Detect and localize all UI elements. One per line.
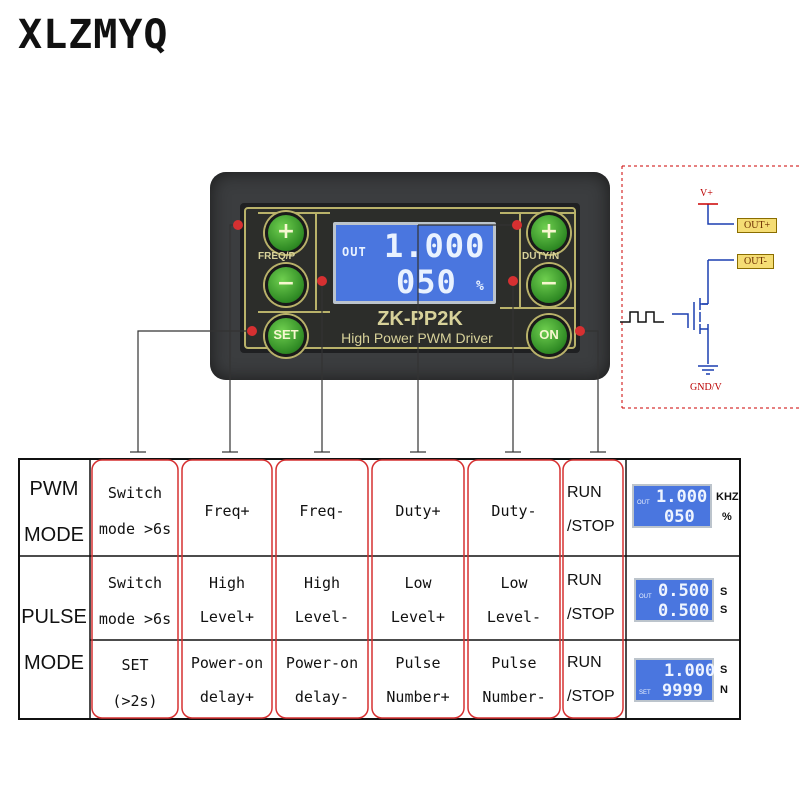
pwm-mini-display: OUT 1.000 050 — [632, 484, 712, 528]
lcd-frequency-value: 1.000 — [384, 227, 486, 265]
pulse2-c3-line1: Pulse — [395, 654, 441, 672]
pulse1-run-line1: RUN — [567, 572, 602, 589]
pulse1-set-line1: Switch — [107, 574, 163, 592]
duty-minus-button[interactable]: − — [528, 264, 570, 306]
pwm-mini-out-label: OUT — [637, 500, 650, 506]
pwm-run-line2: /STOP — [567, 518, 615, 535]
pulse1-mini-value1: 0.500 — [658, 581, 710, 601]
freq-minus-button[interactable]: − — [265, 264, 307, 306]
pulse1-c1-line1: High — [208, 574, 246, 592]
pulse1-c3-line2: Level+ — [390, 608, 446, 626]
pulse2-c4-line1: Pulse — [491, 654, 537, 672]
set-button[interactable]: SET — [265, 315, 307, 357]
lcd-duty-value: 050 — [396, 263, 457, 301]
pulse2-c2-line1: Power-on — [285, 654, 359, 672]
model-name: ZK-PP2K — [377, 308, 463, 330]
pwm-mini-value2: 050 — [664, 507, 695, 527]
pulse2-set-line1: SET — [121, 656, 149, 674]
pwm-header-line2: MODE — [24, 524, 84, 546]
out-minus-tag: OUT- — [737, 254, 774, 269]
pulse1-run-line2: /STOP — [567, 606, 615, 623]
pulse2-c1-line2: delay+ — [199, 688, 255, 706]
pulse1-c1-line2: Level+ — [199, 608, 255, 626]
pwm-header-line1: PWM — [29, 478, 79, 500]
pulse1-set-line2: mode >6s — [98, 610, 172, 628]
lcd-display: OUT 1.000 050 % — [333, 222, 496, 304]
pwm-set-line1: Switch — [107, 484, 163, 502]
pwm-freq-minus: Freq- — [299, 502, 345, 520]
freq-plus-button[interactable]: + — [265, 212, 307, 254]
function-table — [18, 458, 741, 720]
pwm-freq-plus: Freq+ — [204, 502, 250, 520]
pulse2-c3-line2: Number+ — [386, 688, 450, 706]
mosfet-circuit-diagram — [620, 165, 800, 409]
pulse2-set-line2: (>2s) — [112, 692, 158, 710]
pulse1-unit2: S — [720, 604, 728, 616]
pulse-header-line2: MODE — [24, 652, 84, 674]
pwm-duty-minus: Duty- — [491, 502, 537, 520]
pwm-unit1: KHZ — [716, 491, 739, 503]
model-subtitle: High Power PWM Driver — [341, 330, 493, 346]
pulse1-c4-line2: Level- — [486, 608, 542, 626]
v-plus-label: V+ — [700, 188, 713, 199]
pulse1-c3-line1: Low — [404, 574, 432, 592]
pulse1-c2-line2: Level- — [294, 608, 350, 626]
pulse2-mini-value2: 9999 — [662, 681, 703, 701]
pulse-header-line1: PULSE — [21, 606, 87, 628]
pulse1-c2-line1: High — [303, 574, 341, 592]
pulse2-mini-set-label: SET — [639, 690, 651, 696]
duty-plus-button[interactable]: + — [528, 212, 570, 254]
pulse2-unit1: S — [720, 664, 728, 676]
pulse2-mini-display: SET 1.000 9999 — [634, 658, 716, 702]
pulse1-c4-line1: Low — [500, 574, 528, 592]
pulse1-mini-out-label: OUT — [639, 594, 652, 600]
pwm-unit2: % — [722, 511, 732, 523]
pulse1-mini-value2: 0.500 — [658, 601, 710, 621]
out-plus-tag: OUT+ — [737, 218, 778, 233]
pulse1-mini-display: OUT 0.500 0.500 — [634, 578, 714, 622]
pulse2-c2-line2: delay- — [294, 688, 350, 706]
lcd-percent-unit: % — [476, 279, 485, 294]
pulse2-c4-line2: Number- — [482, 688, 546, 706]
pulse2-mini-value1: 1.000 — [664, 661, 716, 681]
gnd-label: GND/V — [690, 382, 722, 393]
pulse2-c1-line1: Power-on — [190, 654, 264, 672]
brand-logo: XLZMYQ — [18, 12, 169, 58]
freq-p-label: FREQ/P — [258, 251, 296, 262]
duty-n-label: DUTY/N — [522, 251, 560, 262]
lcd-out-label: OUT — [342, 245, 367, 259]
pwm-mini-value1: 1.000 — [656, 487, 708, 507]
pulse2-run-line1: RUN — [567, 654, 602, 671]
pwm-duty-plus: Duty+ — [395, 502, 441, 520]
pulse2-unit2: N — [720, 684, 728, 696]
pwm-set-line2: mode >6s — [98, 520, 172, 538]
pulse1-unit1: S — [720, 586, 728, 598]
pulse2-run-line2: /STOP — [567, 688, 615, 705]
on-button[interactable]: ON — [528, 315, 570, 357]
pwm-run-line1: RUN — [567, 484, 602, 501]
